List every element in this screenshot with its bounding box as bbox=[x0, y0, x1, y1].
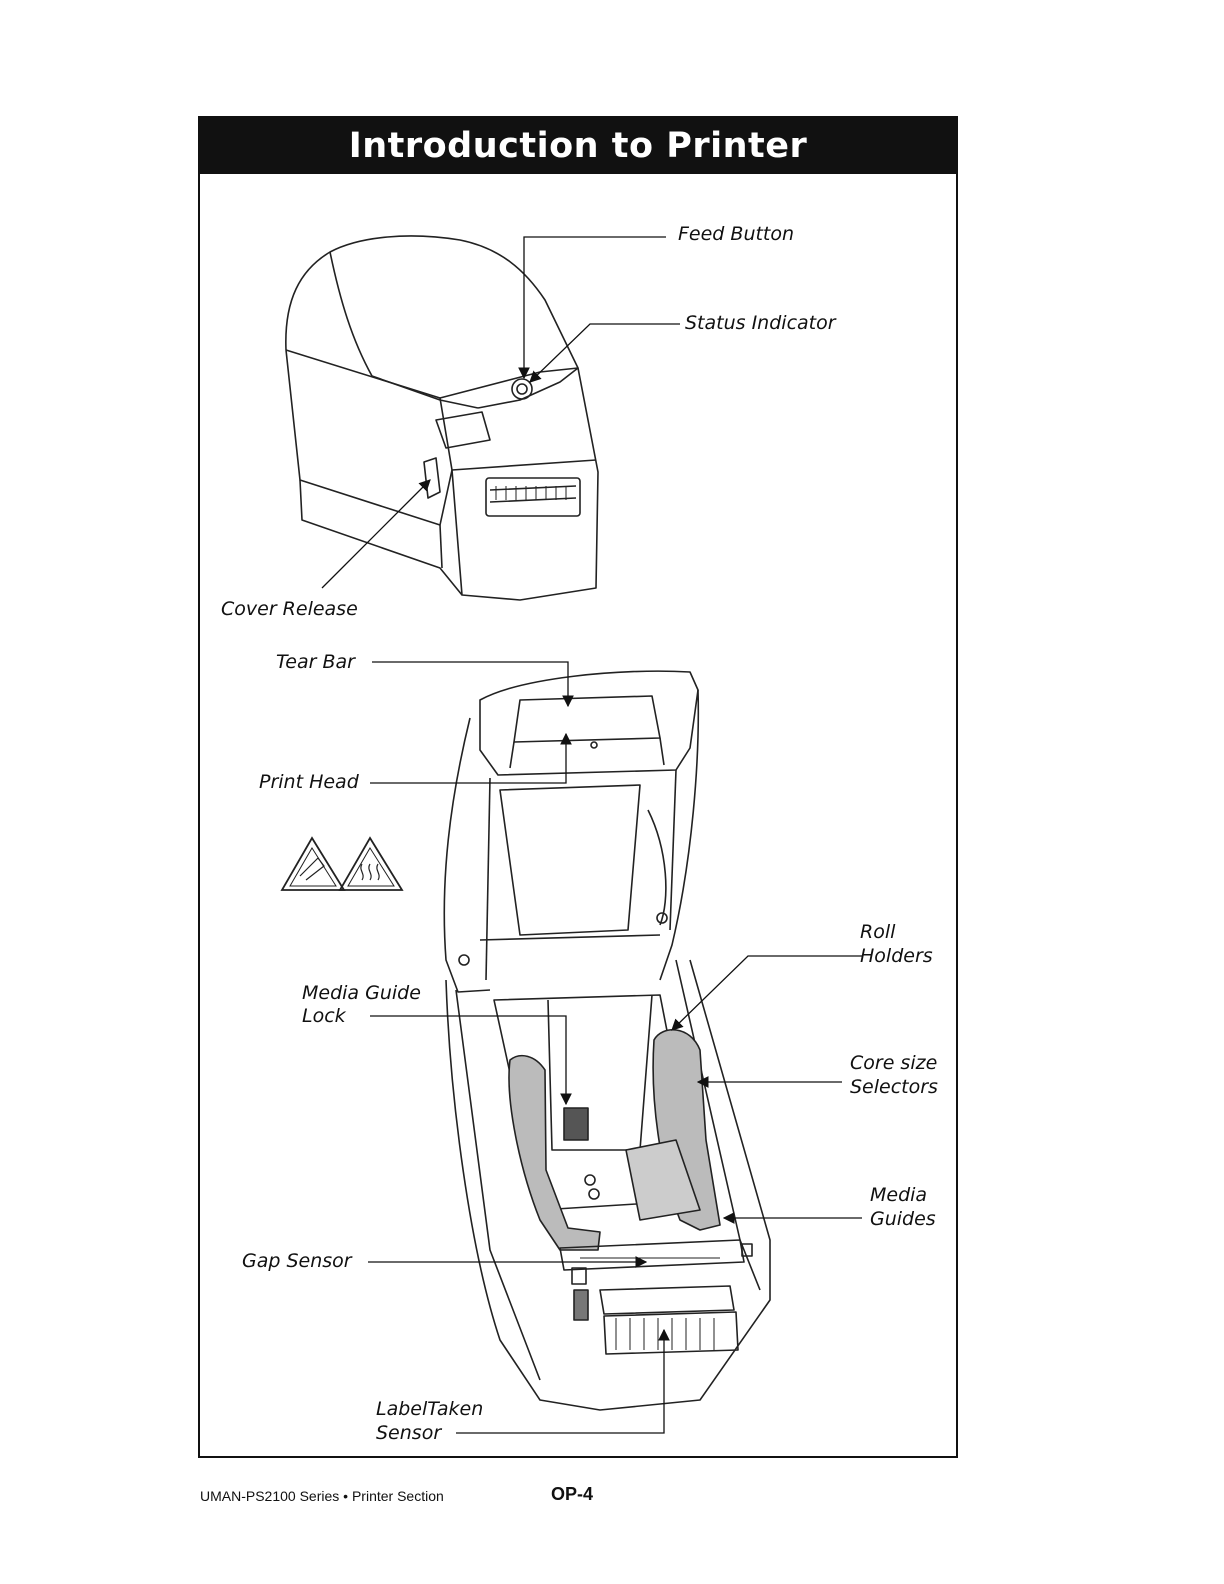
media-guides-label-line2: Guides bbox=[870, 1207, 936, 1231]
media-guide-lock-label-line1: Media Guide bbox=[302, 981, 421, 1005]
closed-printer-illustration bbox=[286, 236, 598, 600]
callout-leader-lines bbox=[322, 237, 862, 1433]
media-guide-lock-label-line2: Lock bbox=[302, 1004, 346, 1028]
core-size-selectors-label-line2: Selectors bbox=[850, 1075, 938, 1099]
core-size-selectors-label-line1: Core size bbox=[850, 1051, 937, 1075]
cover-release-label: Cover Release bbox=[221, 597, 358, 621]
open-printer-illustration bbox=[444, 671, 770, 1410]
print-head-label: Print Head bbox=[259, 770, 359, 794]
footer-document-title: UMAN-PS2100 Series • Printer Section bbox=[200, 1488, 444, 1504]
esd-warning-icon bbox=[282, 838, 344, 890]
status-indicator-label: Status Indicator bbox=[685, 311, 836, 335]
feed-button-label: Feed Button bbox=[678, 222, 794, 246]
label-taken-sensor-label-line2: Sensor bbox=[376, 1421, 441, 1445]
label-taken-sensor-label-line1: LabelTaken bbox=[376, 1397, 483, 1421]
roll-holders-label-line1: Roll bbox=[860, 920, 895, 944]
tear-bar-label: Tear Bar bbox=[276, 650, 355, 674]
gap-sensor-label: Gap Sensor bbox=[242, 1249, 352, 1273]
roll-holders-label-line2: Holders bbox=[860, 944, 933, 968]
footer-page-number: OP-4 bbox=[551, 1484, 593, 1505]
hot-surface-warning-icon bbox=[340, 838, 402, 890]
media-guides-label-line1: Media bbox=[870, 1183, 927, 1207]
